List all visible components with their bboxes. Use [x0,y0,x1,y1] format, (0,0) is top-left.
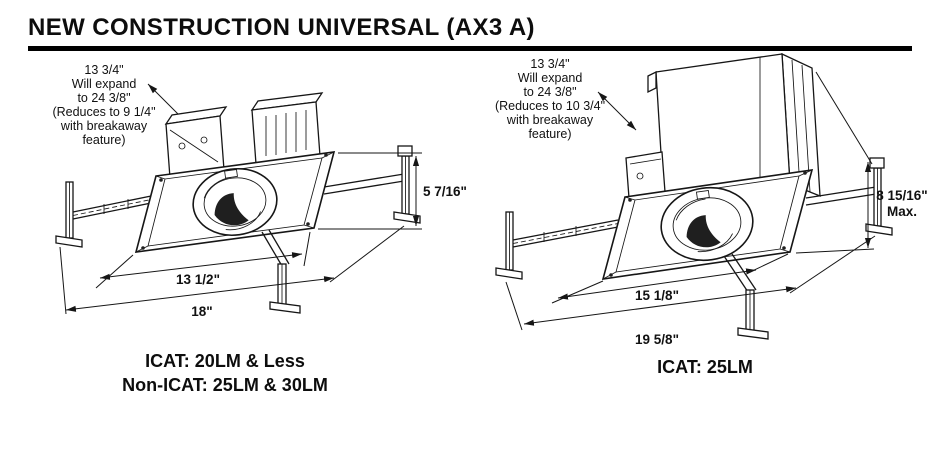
left-inner-width-dim-label: 13 1/2" [176,272,220,287]
right-socket-tab [695,190,710,200]
left-caption-line2: Non-ICAT: 25LM & 30LM [122,374,328,395]
left-height-dim-label: 5 7/16" [423,184,467,199]
left-note-line6: feature) [82,133,125,147]
left-caption-line1: ICAT: 20LM & Less [145,351,305,371]
left-junction-box [164,106,228,179]
left-note-line4: (Reduces to 9 1/4" [52,105,155,119]
right-note-line6: feature) [528,127,571,141]
left-fixture-diagram: 13 3/4" Will expand to 24 3/8" (Reduces … [52,63,467,319]
left-aperture [192,168,278,236]
right-mounting-foot-left [495,267,523,280]
left-dimensions: 5 7/16" 13 1/2" 18" [59,152,467,319]
right-aperture [660,186,754,262]
right-mounting-foot-front [737,327,769,340]
left-mounting-foot-front [269,301,301,314]
right-note-line5: with breakaway [506,113,594,127]
right-note-line2: Will expand [518,71,583,85]
right-mounting-foot-right [865,223,893,236]
left-socket-tab [224,168,238,179]
left-hanger-bar-right [323,145,421,224]
right-expansion-note: 13 3/4" Will expand to 24 3/8" (Reduces … [495,57,605,141]
left-figure-caption: ICAT: 20LM & Less Non-ICAT: 25LM & 30LM [55,350,395,398]
left-note-line1: 13 3/4" [84,63,123,77]
right-caption-line1: ICAT: 25LM [657,357,753,377]
left-inner-width-dim-line [99,252,303,280]
title-underline-bar [28,46,912,51]
right-height-dim-label-line1: 8 15/16" [876,188,927,203]
right-plenum-box [647,52,821,203]
right-note-line4: (Reduces to 10 3/4" [495,99,605,113]
right-note-line3: to 24 3/8" [523,85,576,99]
right-outer-width-dim-line [523,286,797,326]
right-fixture-diagram: 13 3/4" Will expand to 24 3/8" (Reduces … [495,52,928,347]
left-outer-width-dim-label: 18" [191,304,212,319]
right-dimensions: 8 15/16" Max. 15 1/8" 19 5/8" [505,71,928,347]
left-outer-width-dim-line [65,276,335,312]
left-hanger-bar-front [261,229,301,314]
right-expansion-arrow [597,91,637,131]
right-height-dim-label-line2: Max. [887,204,917,219]
right-inner-width-dim-label: 15 1/8" [635,288,679,303]
right-hanger-bar-left [495,211,619,280]
left-note-line2: Will expand [72,77,137,91]
right-figure-caption: ICAT: 25LM [555,356,855,380]
page-title: NEW CONSTRUCTION UNIVERSAL (AX3 A) [28,14,535,41]
right-junction-box [625,151,666,199]
left-driver-box [250,92,324,165]
left-note-line3: to 24 3/8" [77,91,130,105]
left-hanger-bar-left [55,181,157,248]
right-note-line1: 13 3/4" [530,57,569,71]
left-expansion-note: 13 3/4" Will expand to 24 3/8" (Reduces … [52,63,155,147]
right-outer-width-dim-label: 19 5/8" [635,332,679,347]
left-mounting-foot-left [55,235,83,248]
left-note-line5: with breakaway [60,119,148,133]
